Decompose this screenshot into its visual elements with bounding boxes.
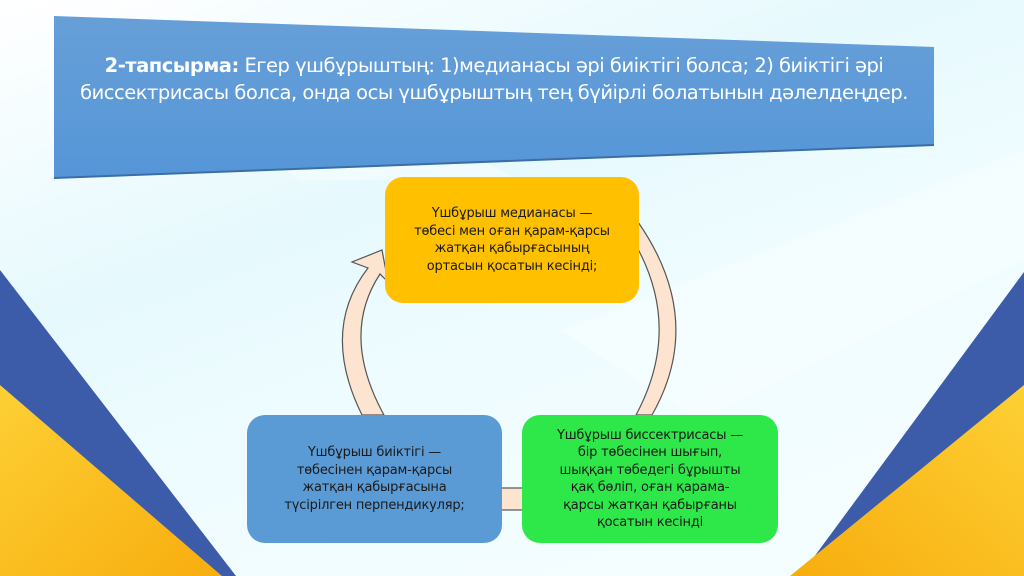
title-banner	[54, 16, 934, 178]
task-text: Егер үшбұрыштың: 1)медианасы әрі биіктіг…	[80, 54, 908, 104]
task-title: 2-тапсырма: Егер үшбұрыштың: 1)медианасы…	[62, 52, 926, 106]
arrow-bisector-to-altitude	[500, 487, 524, 511]
arrow-altitude-to-median	[341, 249, 389, 416]
node-altitude: Үшбұрыш биіктігі — төбесінен қарам-қарсы…	[247, 415, 502, 543]
node-bisector: Үшбұрыш биссектрисасы — бір төбесінен шы…	[522, 415, 778, 543]
node-median: Үшбұрыш медианасы — төбесі мен оған қара…	[385, 177, 639, 303]
left-yellow-triangle	[0, 385, 222, 576]
task-label: 2-тапсырма:	[104, 54, 240, 77]
right-yellow-triangle	[790, 385, 1024, 576]
